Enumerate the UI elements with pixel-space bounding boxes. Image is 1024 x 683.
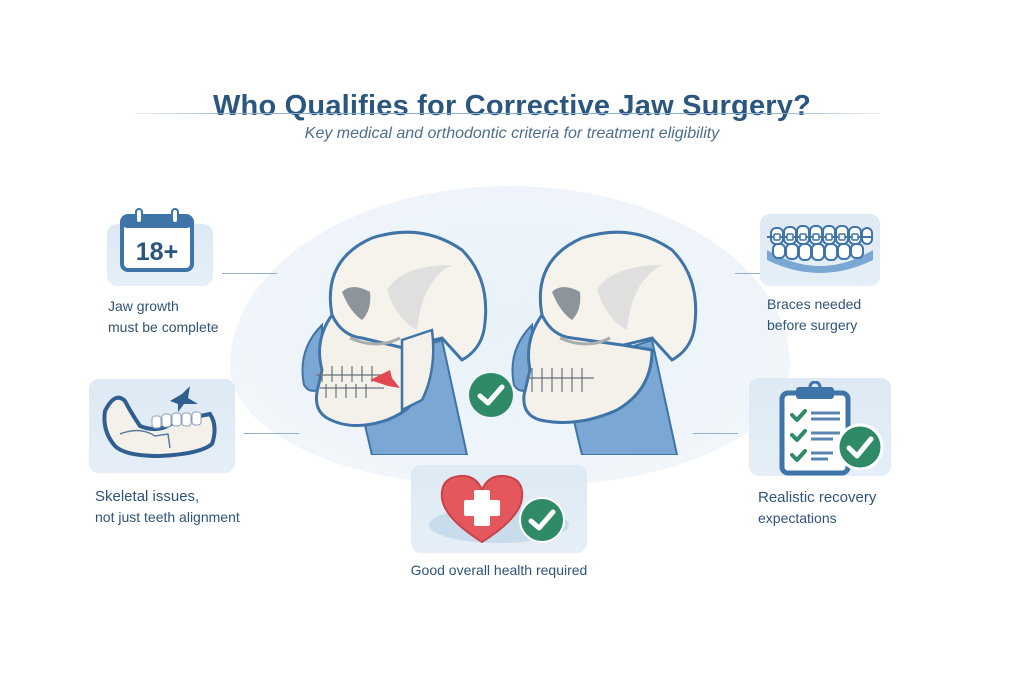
clipboard-icon-wrap (778, 381, 888, 476)
title-divider (135, 113, 880, 114)
health-criterion-label: Good overall health required (410, 562, 588, 578)
braces-label-line1: Braces needed (767, 296, 862, 312)
page-title: Who Qualifies for Corrective Jaw Surgery… (212, 90, 811, 122)
braces-label-line2: before surgery (767, 317, 858, 333)
skull-corrected-bite-icon (511, 230, 698, 455)
recovery-label-line2: expectations (758, 510, 837, 526)
green-check-icon (469, 373, 513, 417)
skeletal-label-line2: not just teeth alignment (95, 509, 240, 525)
center-check-badge (468, 372, 514, 418)
connector-line (222, 273, 277, 274)
connector-line (735, 273, 780, 274)
age-label-line2: must be complete (108, 319, 219, 335)
calendar-icon-wrap: 18+ (119, 208, 195, 272)
age-criterion-label: Jaw growth must be complete (108, 296, 219, 338)
age-label-line1: Jaw growth (108, 298, 179, 314)
left-skull-figure (292, 220, 492, 455)
age-badge-text: 18+ (136, 238, 178, 266)
connector-line (693, 433, 738, 434)
jaw-icon-wrap (100, 386, 225, 466)
heart-medical-check-icon (429, 474, 569, 544)
right-skull-figure (502, 220, 702, 455)
braces-teeth-icon (767, 225, 873, 273)
recovery-label-line1: Realistic recovery (758, 489, 877, 506)
braces-icon-wrap (765, 222, 875, 278)
recovery-criterion-label: Realistic recovery expectations (758, 487, 876, 529)
braces-criterion-label: Braces needed before surgery (767, 294, 861, 336)
jaw-bone-icon (102, 386, 217, 459)
skeletal-criterion-label: Skeletal issues, not just teeth alignmen… (95, 486, 240, 528)
connector-line (244, 433, 299, 434)
page-subtitle: Key medical and orthodontic criteria for… (304, 125, 720, 142)
heart-icon-wrap (424, 470, 574, 550)
skeletal-label-line1: Skeletal issues, (95, 488, 200, 505)
calendar-18-plus-icon: 18+ (120, 208, 194, 272)
red-arrow-icon (370, 370, 400, 388)
clipboard-checklist-icon (779, 381, 884, 476)
skull-misaligned-bite-icon (301, 230, 488, 455)
